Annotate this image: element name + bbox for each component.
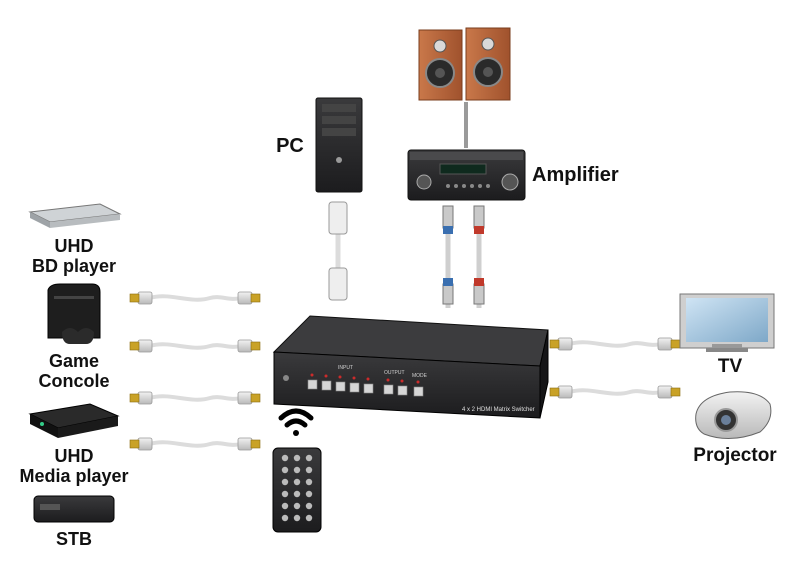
switcher-model-label: 4 x 2 HDMI Matrix Switcher bbox=[462, 407, 535, 413]
remote-button bbox=[305, 502, 313, 510]
remote-button bbox=[281, 478, 289, 486]
amplifier-label: Amplifier bbox=[532, 164, 619, 186]
hdmi-cable-output-1 bbox=[548, 336, 682, 352]
pc-tower bbox=[315, 97, 363, 193]
uhd-bd-player-device bbox=[28, 203, 122, 228]
audio-cables bbox=[442, 205, 485, 308]
remote-button bbox=[305, 478, 313, 486]
tv-label: TV bbox=[717, 356, 743, 377]
remote-button bbox=[293, 490, 301, 498]
switcher-output-label: OUTPUT bbox=[384, 370, 405, 376]
remote-button bbox=[281, 502, 289, 510]
remote-button bbox=[281, 466, 289, 474]
hdmi-cable-input-3 bbox=[128, 390, 262, 406]
remote-button bbox=[281, 514, 289, 522]
stb-device bbox=[33, 495, 115, 523]
hdmi-matrix-switcher: INPUT OUTPUT MODE 4 x 2 HDMI Matrix Swit… bbox=[272, 315, 549, 419]
vga-cable bbox=[328, 201, 348, 301]
projector-device bbox=[695, 391, 772, 439]
pc-label: PC bbox=[276, 135, 304, 157]
speaker-left bbox=[418, 29, 463, 101]
remote-button bbox=[293, 466, 301, 474]
remote-control-icon bbox=[272, 447, 322, 533]
amplifier-device bbox=[407, 149, 526, 201]
uhd-bd-player-label: UHD BD player bbox=[31, 236, 117, 276]
remote-button bbox=[293, 502, 301, 510]
uhd-media-player-device bbox=[28, 403, 120, 438]
remote-button bbox=[293, 478, 301, 486]
switcher-input-label: INPUT bbox=[338, 365, 353, 371]
hdmi-cable-output-2 bbox=[548, 384, 682, 400]
speaker-right bbox=[465, 27, 511, 101]
hdmi-cable-input-2 bbox=[128, 338, 262, 354]
hdmi-cable-input-1 bbox=[128, 290, 262, 306]
tv-device bbox=[679, 293, 775, 352]
game-console-label: Game Concole bbox=[38, 351, 110, 391]
wifi-icon bbox=[278, 408, 314, 436]
projector-label: Projector bbox=[693, 445, 777, 466]
uhd-media-player-label: UHD Media player bbox=[19, 446, 129, 486]
remote-button bbox=[305, 454, 313, 462]
remote-button bbox=[293, 454, 301, 462]
remote-button bbox=[305, 466, 313, 474]
remote-button bbox=[305, 490, 313, 498]
remote-button bbox=[305, 514, 313, 522]
remote-button bbox=[281, 454, 289, 462]
switcher-mode-label: MODE bbox=[412, 373, 428, 379]
game-console-device bbox=[47, 283, 101, 344]
stb-label: STB bbox=[56, 529, 92, 549]
remote-button bbox=[281, 490, 289, 498]
hdmi-cable-input-4 bbox=[128, 436, 262, 452]
remote-button bbox=[293, 514, 301, 522]
